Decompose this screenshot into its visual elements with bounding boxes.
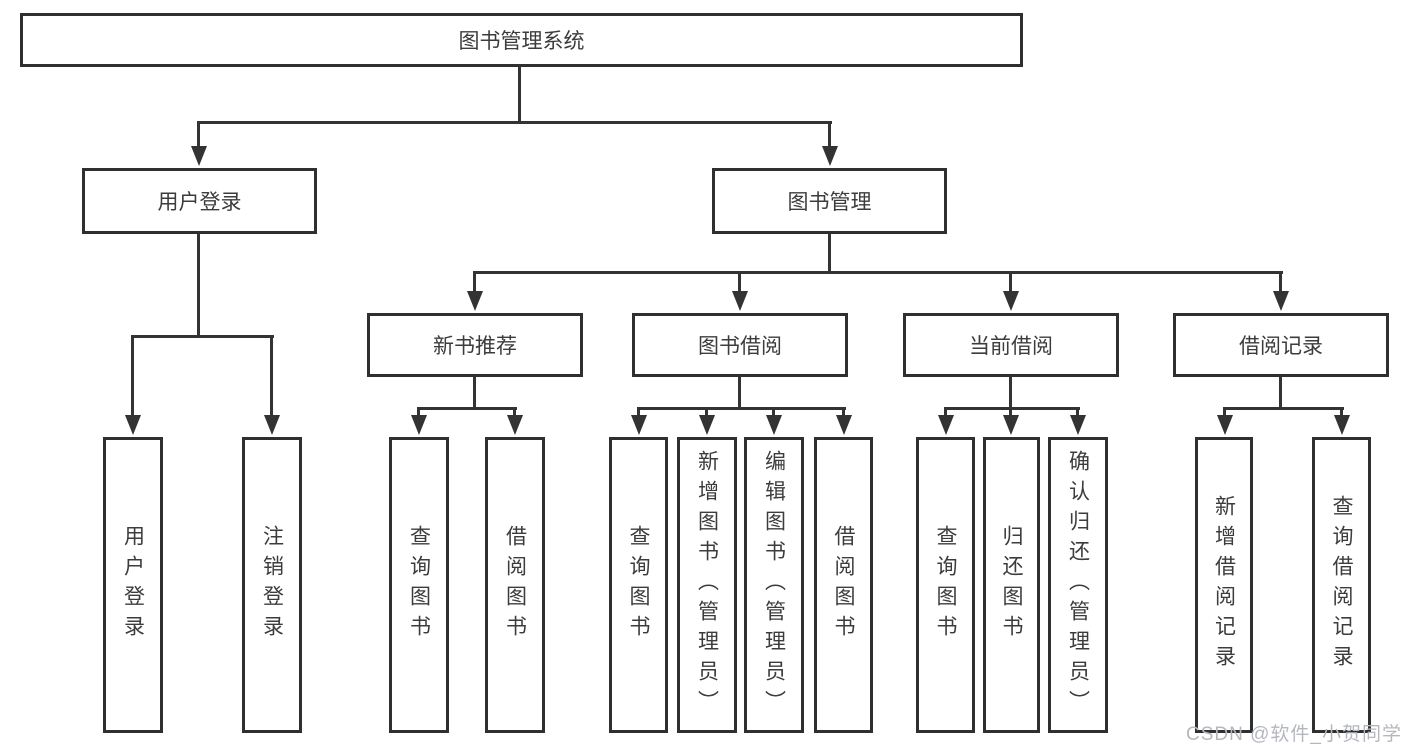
arrowhead-current-borrow [1003, 291, 1019, 311]
edge-to-bb-add [705, 407, 708, 417]
edge-new-books-trunk [473, 377, 476, 409]
leaf-newbooks-borrow-label: 借阅图书 [503, 525, 527, 645]
edge-to-bb-query [637, 407, 640, 417]
edge-to-bb-edit [772, 407, 775, 417]
edge-to-br-query [1340, 407, 1343, 417]
edge-book-management-trunk [828, 234, 831, 274]
leaf-records-query-label: 查询借阅记录 [1330, 495, 1353, 675]
arrowhead-bb-query [631, 415, 647, 435]
edge-to-nb-query [417, 407, 420, 417]
edge-book-borrow-connector [637, 407, 846, 410]
arrowhead-book-borrow [732, 291, 748, 311]
new-books-node-label: 新书推荐 [433, 335, 517, 358]
edge-to-nb-borrow [513, 407, 516, 417]
arrowhead-bb-borrow [836, 415, 852, 435]
current-borrow-node-label: 当前借阅 [969, 335, 1053, 358]
arrowhead-br-query [1334, 415, 1350, 435]
edge-user-login-connector [131, 335, 274, 338]
arrowhead-cb-query [938, 415, 954, 435]
edge-to-borrow-records [1279, 271, 1282, 293]
leaf-currentborrow-query-label: 查询图书 [934, 525, 957, 645]
arrowhead-bb-edit [766, 415, 782, 435]
leaf-user-login-node: 用户登录 [103, 437, 163, 733]
borrow-records-node: 借阅记录 [1173, 313, 1389, 377]
book-management-node: 图书管理 [712, 168, 947, 234]
leaf-records-add-node: 新增借阅记录 [1195, 437, 1253, 733]
leaf-bookborrow-query-node: 查询图书 [609, 437, 668, 733]
edge-level3-connector [473, 271, 1283, 274]
leaf-currentborrow-confirm-node: 确认归还（管理员） [1048, 437, 1108, 733]
leaf-bookborrow-add-node: 新增图书（管理员） [677, 437, 737, 733]
book-management-node-label: 图书管理 [787, 191, 872, 214]
new-books-node: 新书推荐 [367, 313, 583, 377]
leaf-bookborrow-edit-node: 编辑图书（管理员） [744, 437, 804, 733]
edge-to-user-login [197, 121, 200, 148]
root-node-label: 图书管理系统 [458, 30, 585, 53]
arrowhead-cb-confirm [1070, 415, 1086, 435]
edge-new-books-connector [417, 407, 517, 410]
leaf-currentborrow-query-node: 查询图书 [916, 437, 975, 733]
arrowhead-book-management [822, 146, 838, 166]
user-login-node: 用户登录 [82, 168, 317, 234]
leaf-bookborrow-query-label: 查询图书 [627, 525, 650, 645]
leaf-bookborrow-borrow-label: 借阅图书 [832, 525, 855, 645]
arrowhead-borrow-records [1273, 291, 1289, 311]
arrowhead-nb-borrow [507, 415, 523, 435]
edge-to-book-borrow [738, 271, 741, 293]
arrowhead-user-login [191, 146, 207, 166]
arrowhead-new-books [467, 291, 483, 311]
edge-user-login-trunk [197, 234, 200, 337]
leaf-records-add-label: 新增借阅记录 [1212, 495, 1236, 675]
edge-current-borrow-connector [944, 407, 1080, 410]
edge-to-bb-borrow [842, 407, 845, 417]
leaf-currentborrow-return-label: 归还图书 [1000, 525, 1023, 645]
user-login-node-label: 用户登录 [157, 191, 242, 214]
leaf-logout-label: 注销登录 [260, 525, 284, 645]
leaf-records-query-node: 查询借阅记录 [1312, 437, 1371, 733]
arrowhead-bb-add [699, 415, 715, 435]
edge-root-trunk [518, 67, 521, 123]
borrow-records-node-label: 借阅记录 [1239, 335, 1323, 358]
edge-current-borrow-trunk [1009, 377, 1012, 409]
edge-borrow-records-connector [1223, 407, 1344, 410]
edge-to-cb-confirm [1076, 407, 1079, 417]
leaf-bookborrow-borrow-node: 借阅图书 [814, 437, 873, 733]
leaf-bookborrow-add-label: 新增图书（管理员） [695, 450, 719, 720]
edge-to-cb-return [1009, 407, 1012, 417]
arrowhead-cb-return [1003, 415, 1019, 435]
edge-to-new-books [473, 271, 476, 293]
current-borrow-node: 当前借阅 [903, 313, 1119, 377]
book-borrow-node: 图书借阅 [632, 313, 848, 377]
leaf-user-login-label: 用户登录 [121, 525, 145, 645]
edge-borrow-records-trunk [1279, 377, 1282, 409]
leaf-currentborrow-confirm-label: 确认归还（管理员） [1066, 450, 1090, 720]
leaf-bookborrow-edit-label: 编辑图书（管理员） [762, 450, 786, 720]
edge-to-book-management [828, 121, 831, 148]
leaf-currentborrow-return-node: 归还图书 [983, 437, 1040, 733]
edge-to-leaf-user-login [131, 335, 134, 417]
leaf-newbooks-query-node: 查询图书 [389, 437, 449, 733]
book-borrow-node-label: 图书借阅 [698, 335, 782, 358]
edge-to-cb-query [944, 407, 947, 417]
edge-level2-connector [198, 121, 832, 124]
csdn-watermark: CSDN @软件_小贺同学 [1186, 724, 1402, 745]
edge-to-br-add [1223, 407, 1226, 417]
arrowhead-leaf-logout [264, 415, 280, 435]
edge-book-borrow-trunk [738, 377, 741, 409]
edge-to-current-borrow [1009, 271, 1012, 293]
arrowhead-br-add [1217, 415, 1233, 435]
edge-to-leaf-logout [270, 335, 273, 417]
root-node: 图书管理系统 [20, 13, 1023, 67]
leaf-newbooks-query-label: 查询图书 [407, 525, 431, 645]
arrowhead-leaf-user-login [125, 415, 141, 435]
arrowhead-nb-query [411, 415, 427, 435]
leaf-logout-node: 注销登录 [242, 437, 302, 733]
leaf-newbooks-borrow-node: 借阅图书 [485, 437, 545, 733]
